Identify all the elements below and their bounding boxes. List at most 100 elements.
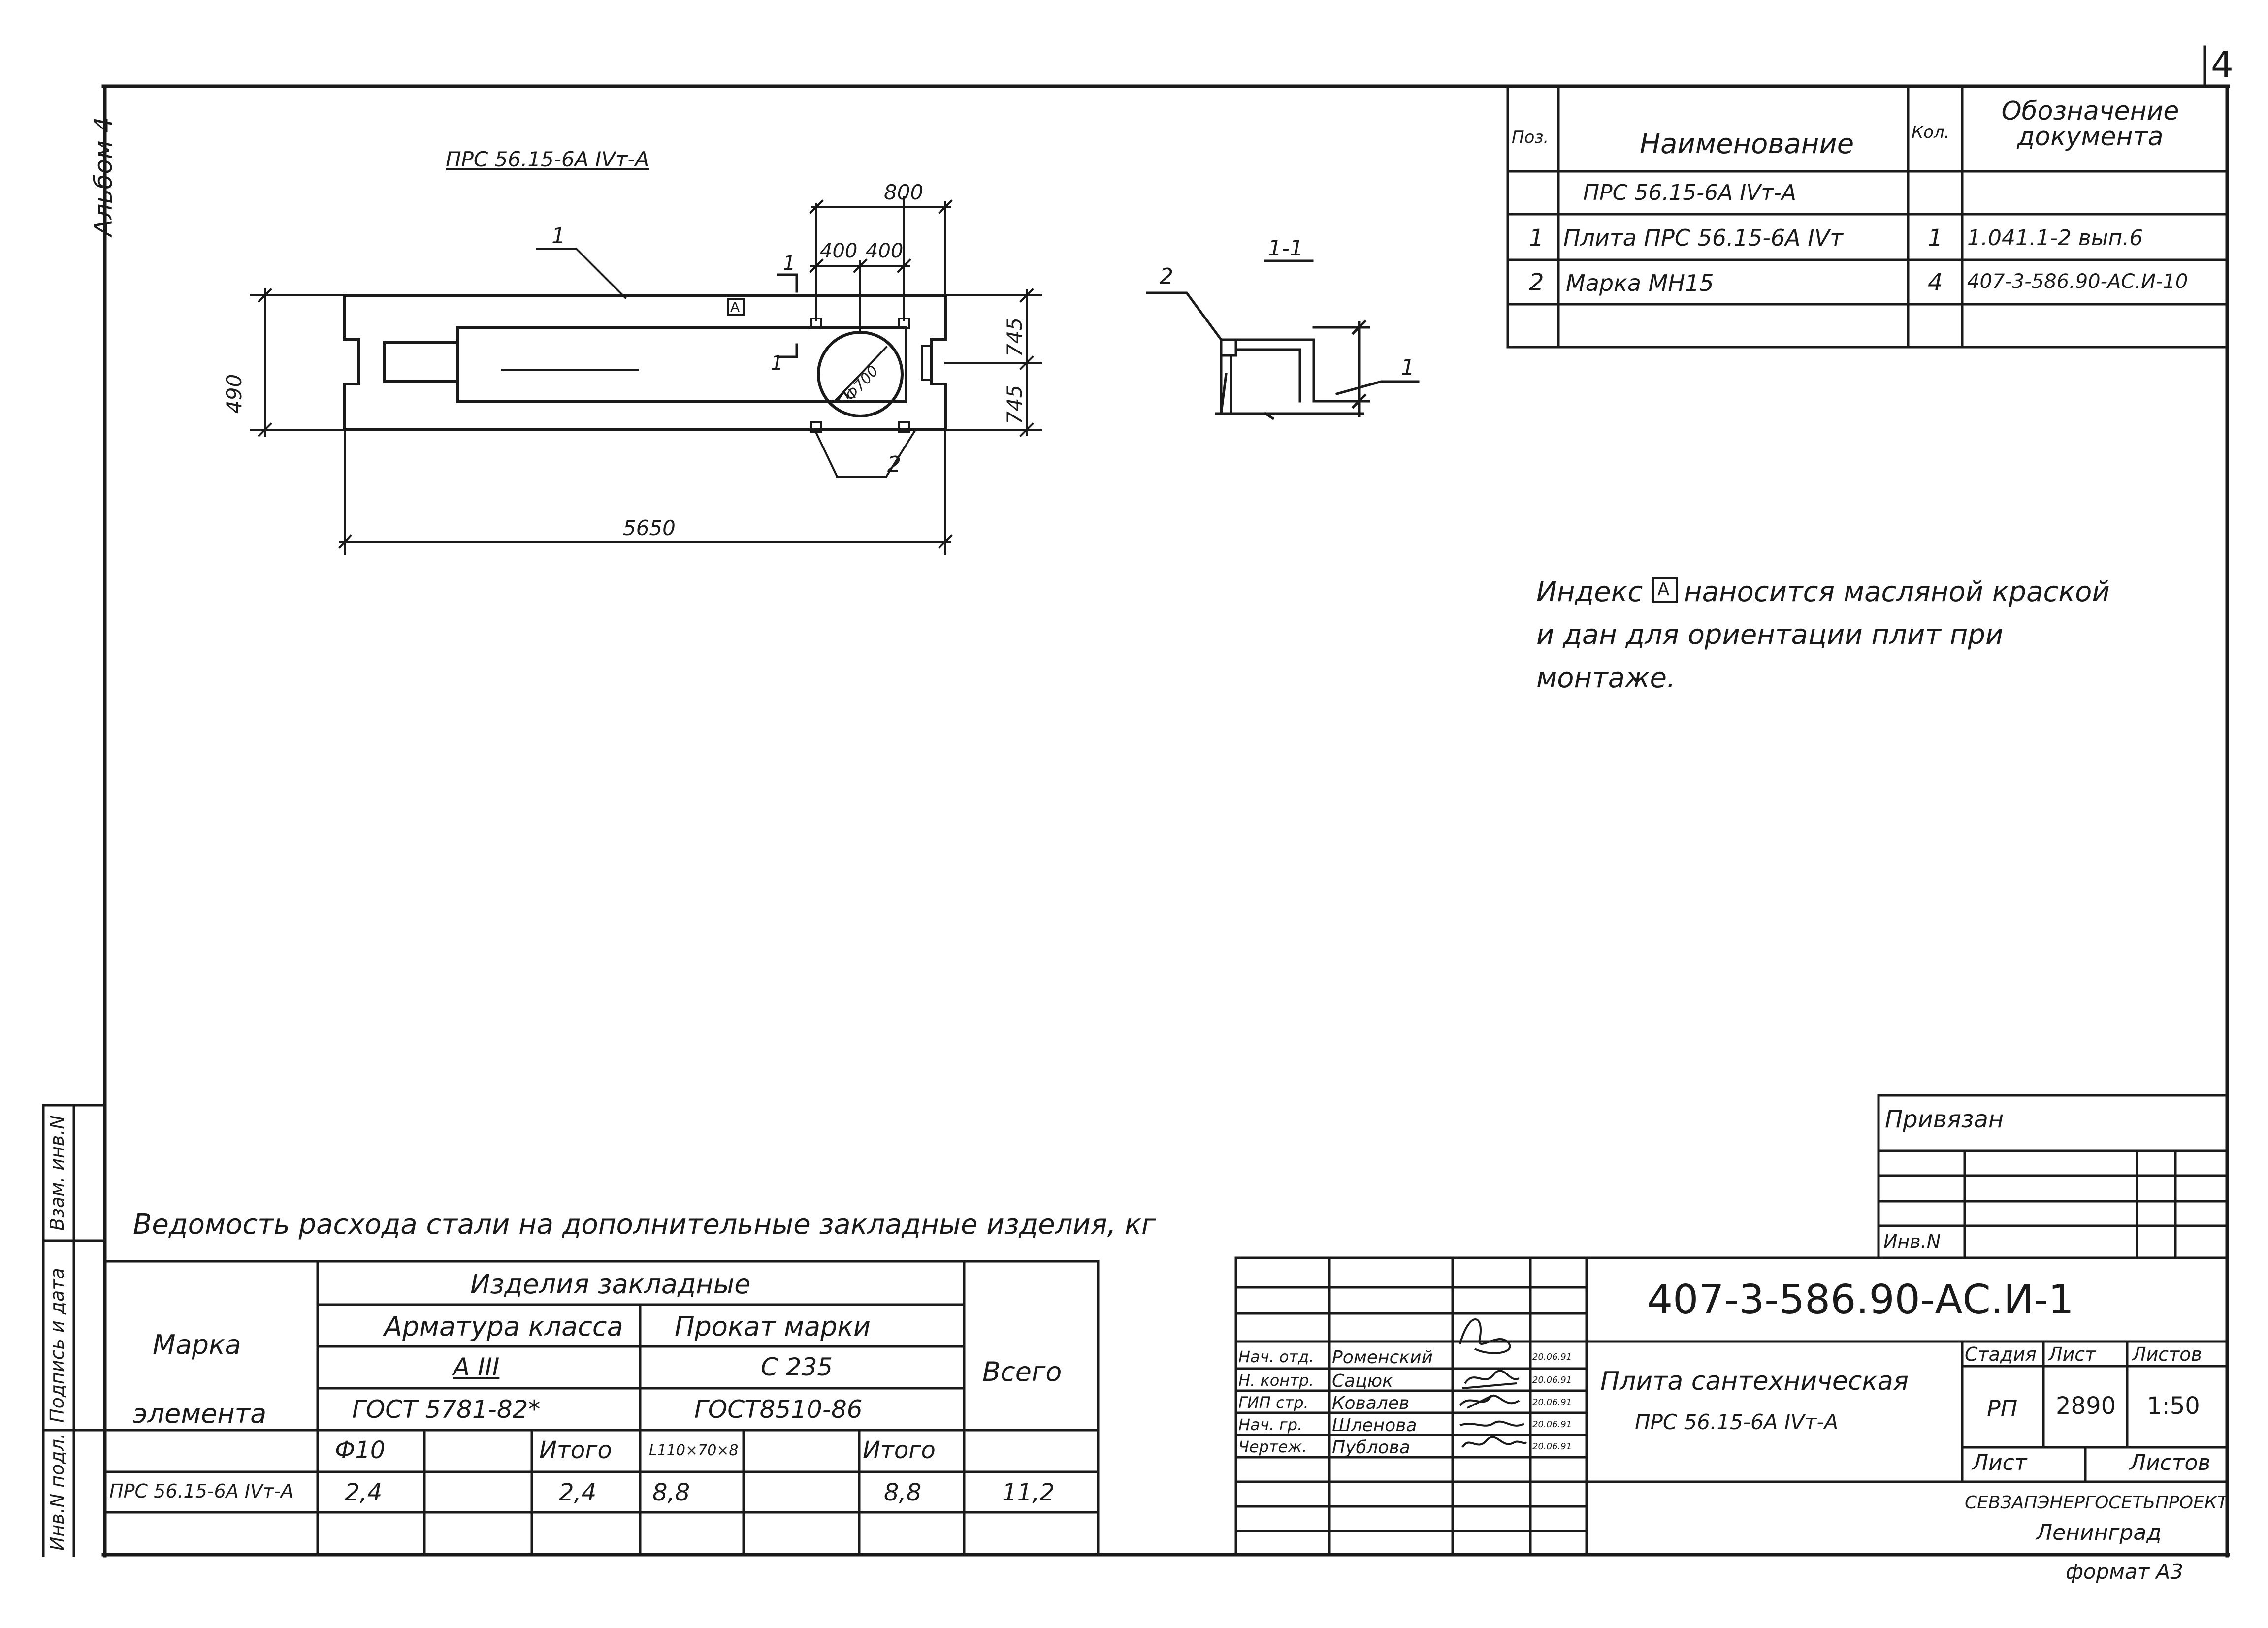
scale-value: 1:50 xyxy=(2147,1392,2200,1420)
dim-half-bottom: 745 xyxy=(1003,384,1027,424)
section-callout-2: 2 xyxy=(1160,264,1173,289)
spec-row-1-name: Плита ПРС 56.15-6А IVт xyxy=(1563,224,1844,251)
spec-row-2-pos: 2 xyxy=(1529,269,1544,296)
spec-row-1-doc: 1.041.1-2 вып.6 xyxy=(1967,225,2143,251)
plan-callout-1: 1 xyxy=(551,223,565,249)
list-value: 2890 xyxy=(2056,1392,2116,1420)
spec-row-2-name: Марка МН15 xyxy=(1566,270,1714,296)
steel-row-phi10: 2,4 xyxy=(345,1479,383,1506)
role-3: ГИП стр. xyxy=(1238,1393,1309,1412)
section-1-1 xyxy=(1146,259,1420,420)
dim-width: 490 xyxy=(222,374,246,414)
spec-header-doc: Обозначение документа xyxy=(2001,96,2179,152)
steel-rolled-grade: С 235 xyxy=(761,1353,833,1381)
steel-angle: L110×70×8 xyxy=(649,1442,739,1459)
note-line-1-pre: Индекс xyxy=(1536,576,1643,608)
steel-subtotal-2: Итого xyxy=(863,1436,936,1464)
title-block-lines xyxy=(1234,1256,2229,1556)
privyazan-inv-label: Инв.N xyxy=(1883,1231,1941,1252)
album-label: Альбом 4 xyxy=(89,117,118,236)
side-stamp-lines xyxy=(42,1104,106,1557)
slab-plan xyxy=(343,294,947,431)
organization: СЕВЗАПЭНЕРГОСЕТЬПРОЕКТ xyxy=(1965,1493,2228,1513)
role-3-name: Ковалев xyxy=(1332,1393,1410,1413)
steel-col-mark-1: Марка xyxy=(153,1329,241,1360)
stadia-label: Стадия xyxy=(1965,1343,2037,1365)
city: Ленинград xyxy=(2036,1520,2162,1545)
steel-row-angle: 8,8 xyxy=(652,1479,690,1506)
plan-index-mark: А xyxy=(730,299,740,315)
note-line-2: и дан для ориентации плит при xyxy=(1536,619,2004,651)
role-2-date: 20.06.91 xyxy=(1532,1375,1572,1385)
steel-rebar-class: Арматура класса xyxy=(384,1311,623,1342)
note-line-3: монтаже. xyxy=(1536,662,1676,694)
note-line-1-post: наносится масляной краской xyxy=(1684,576,2110,608)
steel-rolled-grade-label: Прокат марки xyxy=(675,1311,871,1342)
role-1-date: 20.06.91 xyxy=(1532,1352,1572,1362)
role-4-date: 20.06.91 xyxy=(1532,1419,1572,1430)
steel-subtotal-1: Итого xyxy=(539,1436,612,1464)
role-5: Чертеж. xyxy=(1238,1437,1307,1456)
privyazan-label: Привязан xyxy=(1885,1106,2004,1133)
dim-400-right: 400 xyxy=(866,240,904,262)
side-stamp-vzam-inv: Взам. инв.N xyxy=(46,1115,68,1231)
spec-row-1-qty: 1 xyxy=(1928,224,1943,252)
dim-total-length: 5650 xyxy=(623,516,676,540)
sheet-number: 4 xyxy=(2211,44,2234,85)
spec-table-lines xyxy=(1506,85,2229,349)
role-1: Нач. отд. xyxy=(1238,1347,1314,1366)
spec-row-2-qty: 4 xyxy=(1928,269,1943,296)
steel-row-subtotal-1: 2,4 xyxy=(559,1479,597,1506)
signature-scribbles xyxy=(1459,1318,1527,1448)
role-4: Нач. гр. xyxy=(1238,1415,1303,1434)
list-label-2: Лист xyxy=(1972,1450,2027,1475)
plan-title: ПРС 56.15-6А IVт-А xyxy=(446,147,649,171)
section-mark-bottom: 1 xyxy=(771,352,783,375)
stadia-value: РП xyxy=(1987,1395,2018,1422)
role-2-name: Сацюк xyxy=(1332,1371,1393,1391)
section-title: 1-1 xyxy=(1268,236,1303,261)
side-stamp-signature-date: Подпись и дата xyxy=(46,1268,68,1423)
section-callout-1: 1 xyxy=(1401,355,1415,380)
listov-label: Листов xyxy=(2132,1343,2202,1365)
dim-400-left: 400 xyxy=(820,240,858,262)
plan-callout-2: 2 xyxy=(887,452,901,477)
spec-row-2-doc: 407-3-586.90-АС.И-10 xyxy=(1967,270,2188,293)
steel-row-mark: ПРС 56.15-6А IVт-А xyxy=(109,1480,293,1502)
side-stamp-inv-podl: Инв.N подл. xyxy=(46,1433,68,1551)
steel-phi10: Ф10 xyxy=(335,1436,386,1464)
steel-rolled-gost: ГОСТ8510-86 xyxy=(694,1395,863,1424)
role-3-date: 20.06.91 xyxy=(1532,1397,1572,1407)
steel-table-title: Ведомость расхода стали на дополнительны… xyxy=(133,1209,1156,1241)
list-label: Лист xyxy=(2048,1343,2096,1365)
role-2: Н. контр. xyxy=(1238,1371,1314,1390)
doc-code: 407-3-586.90-АС.И-1 xyxy=(1647,1277,2074,1323)
spec-row-1-pos: 1 xyxy=(1529,224,1544,252)
steel-table-lines xyxy=(103,1260,1100,1556)
role-5-date: 20.06.91 xyxy=(1532,1441,1572,1452)
steel-total-col: Всего xyxy=(982,1356,1062,1387)
steel-row-total: 11,2 xyxy=(1002,1479,1055,1506)
role-5-name: Публова xyxy=(1332,1437,1410,1458)
steel-embedded-items: Изделия закладные xyxy=(470,1269,751,1300)
listov-label-2: Листов xyxy=(2130,1450,2211,1475)
role-4-name: Шленова xyxy=(1332,1415,1417,1436)
spec-group-title: ПРС 56.15-6А IVт-А xyxy=(1583,180,1796,205)
outer-frame xyxy=(101,84,2230,1558)
spec-header-qty: Кол. xyxy=(1912,123,1950,142)
spec-header-pos: Поз. xyxy=(1512,128,1549,147)
note-index-mark: А xyxy=(1657,579,1670,600)
role-1-name: Роменский xyxy=(1332,1347,1433,1368)
steel-col-mark-2: элемента xyxy=(133,1398,267,1429)
spec-header-name: Наименование xyxy=(1640,128,1854,160)
steel-row-subtotal-2: 8,8 xyxy=(884,1479,922,1506)
item-name-line-2: ПРС 56.15-6А IVт-А xyxy=(1635,1410,1839,1434)
section-mark-top: 1 xyxy=(783,252,796,275)
item-name-line-1: Плита сантехническая xyxy=(1600,1367,1909,1396)
format-label: формат А3 xyxy=(2066,1560,2183,1584)
steel-rebar-grade: А III xyxy=(453,1353,500,1381)
steel-rebar-gost: ГОСТ 5781-82* xyxy=(352,1395,541,1424)
dim-half-top: 745 xyxy=(1003,317,1027,357)
dim-800: 800 xyxy=(884,180,924,204)
